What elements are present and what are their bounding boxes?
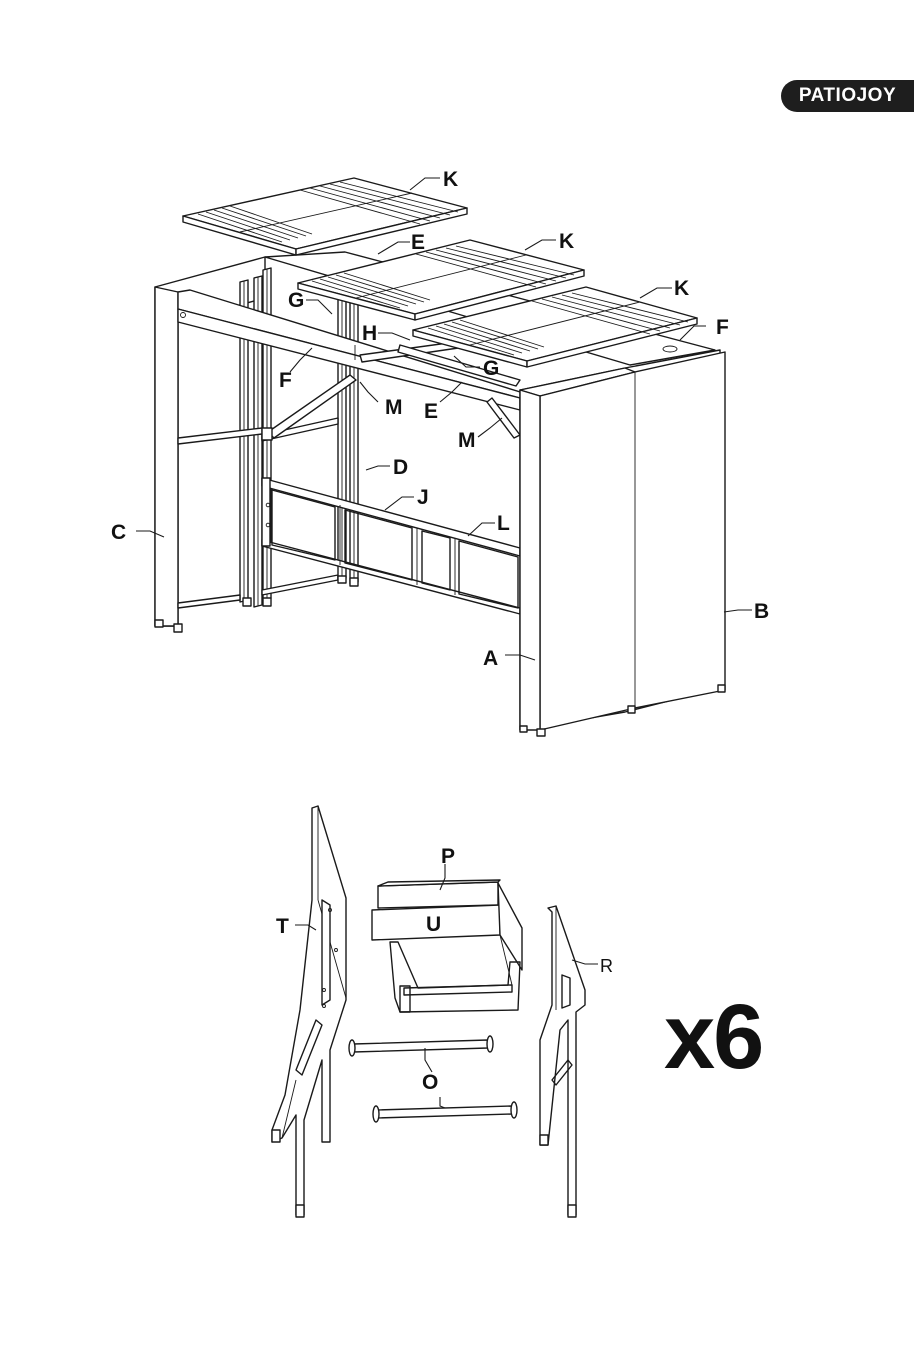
label-g-left: G	[288, 289, 304, 312]
label-k-middle: K	[559, 230, 574, 253]
quantity-multiplier: x6	[664, 992, 804, 1082]
label-k-top: K	[443, 168, 458, 191]
label-o: O	[422, 1071, 438, 1094]
label-l: L	[497, 512, 510, 535]
label-f-left: F	[279, 369, 292, 392]
label-b: B	[754, 600, 769, 623]
bar-assembly-drawing	[136, 178, 752, 736]
label-p: P	[441, 845, 455, 868]
part-t-left-side	[272, 806, 346, 1217]
label-e-top: E	[411, 231, 425, 254]
label-a: A	[483, 647, 498, 670]
part-a-b-right-panels	[520, 346, 725, 736]
label-m-left: M	[385, 396, 403, 419]
label-m-right: M	[458, 429, 476, 452]
label-t: T	[276, 915, 289, 938]
part-r-right-side	[540, 906, 585, 1217]
label-g-right: G	[483, 357, 499, 380]
label-h: H	[362, 322, 377, 345]
label-r: R	[600, 956, 613, 976]
label-f-right: F	[716, 316, 729, 339]
label-j: J	[417, 486, 429, 509]
part-p-u-seat	[372, 880, 522, 1012]
part-d-rear-column	[262, 256, 358, 586]
label-e-front: E	[424, 400, 438, 423]
label-c: C	[111, 521, 126, 544]
label-k-right: K	[674, 277, 689, 300]
part-j-l-bottom-panels	[262, 478, 520, 614]
label-u: U	[426, 913, 441, 936]
label-d: D	[393, 456, 408, 479]
stool-parts-drawing	[272, 806, 598, 1217]
